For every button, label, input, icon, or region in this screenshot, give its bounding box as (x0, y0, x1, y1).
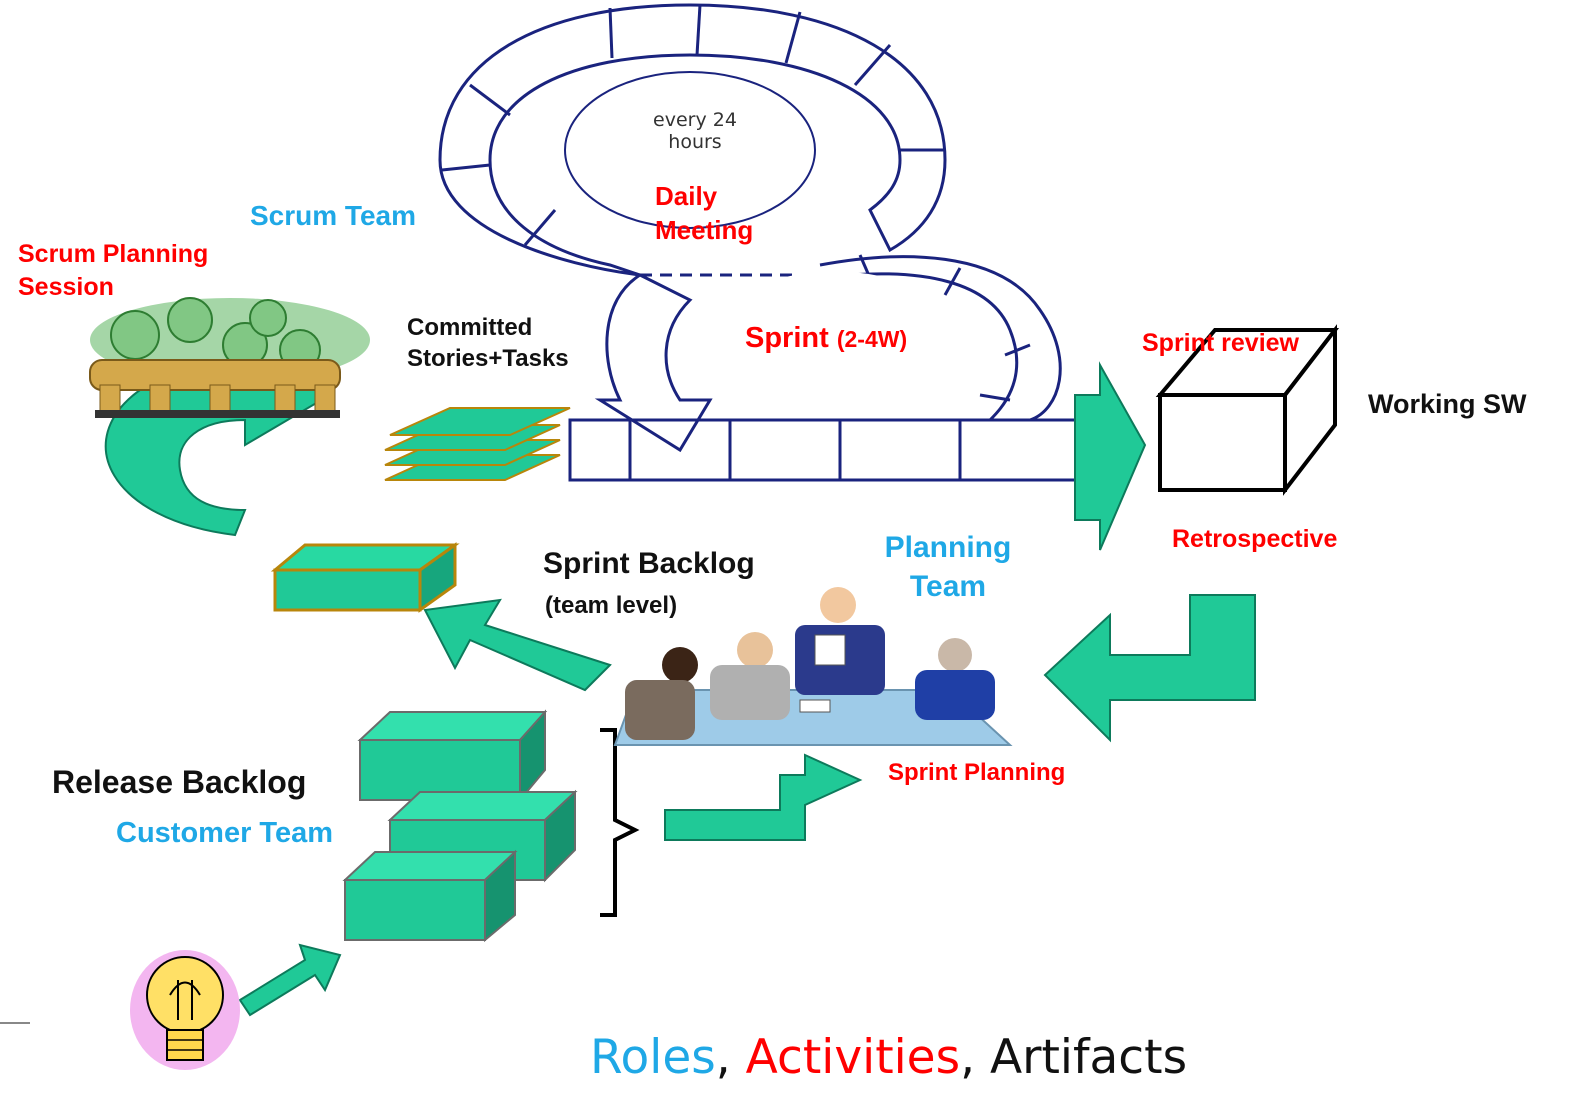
scrum-planning-session-label: Scrum Planning Session (18, 240, 209, 301)
daily-inner-circle (564, 71, 816, 229)
sprint-review-label: Sprint review (1142, 329, 1299, 357)
scrum-team-label: Scrum Team (250, 200, 416, 231)
to-sprint-planning-arrow (664, 753, 863, 841)
sprint-label: Sprint (2-4W) (745, 320, 907, 358)
legend-separator-2: , (960, 1030, 976, 1085)
scrum-team-huddle-image (89, 297, 370, 418)
release-bracket (600, 728, 640, 917)
release-backlog-label: Release Backlog (52, 764, 307, 800)
sprint-planning-label: Sprint Planning (888, 759, 1066, 786)
retrospective-return-arrow (1043, 594, 1256, 743)
sprint-output-arrow (1074, 361, 1147, 551)
committed-stories-stack (384, 407, 571, 481)
planning-team-meeting-image (613, 587, 1013, 746)
retrospective-label: Retrospective (1172, 525, 1338, 553)
legend-separator-1: , (715, 1030, 731, 1085)
sprint-inner-circle (709, 271, 961, 409)
legend-artifacts: Artifacts (990, 1030, 1188, 1085)
backlog-to-sprint-arrow (423, 598, 612, 692)
sprint-backlog-box (270, 542, 460, 613)
daily-meeting-label: Daily Meeting (655, 181, 754, 245)
lightbulb-icon (130, 950, 240, 1070)
working-sw-label: Working SW (1368, 389, 1527, 419)
sprint-name: Sprint (745, 322, 829, 354)
sprint-backlog-sublabel: (team level) (545, 592, 678, 619)
committed-stories-label: Committed Stories+Tasks (407, 314, 569, 373)
legend-activities: Activities (745, 1030, 961, 1085)
sprint-backlog-label: Sprint Backlog (543, 547, 755, 580)
customer-team-label: Customer Team (116, 817, 334, 849)
daily-cycle-loop (438, 3, 947, 277)
sprint-duration: (2-4W) (836, 326, 908, 352)
working-sw-cube (1155, 324, 1340, 496)
idea-arrow (238, 943, 342, 1017)
release-backlog-stack (342, 709, 578, 943)
legend-roles: Roles (590, 1030, 716, 1085)
legend-roles-activities-artifacts: Roles, Activities, Artifacts (590, 1030, 1187, 1085)
every-24-hours-label: every 24 hours (653, 109, 737, 153)
planning-team-label: Planning Team (884, 531, 1012, 603)
